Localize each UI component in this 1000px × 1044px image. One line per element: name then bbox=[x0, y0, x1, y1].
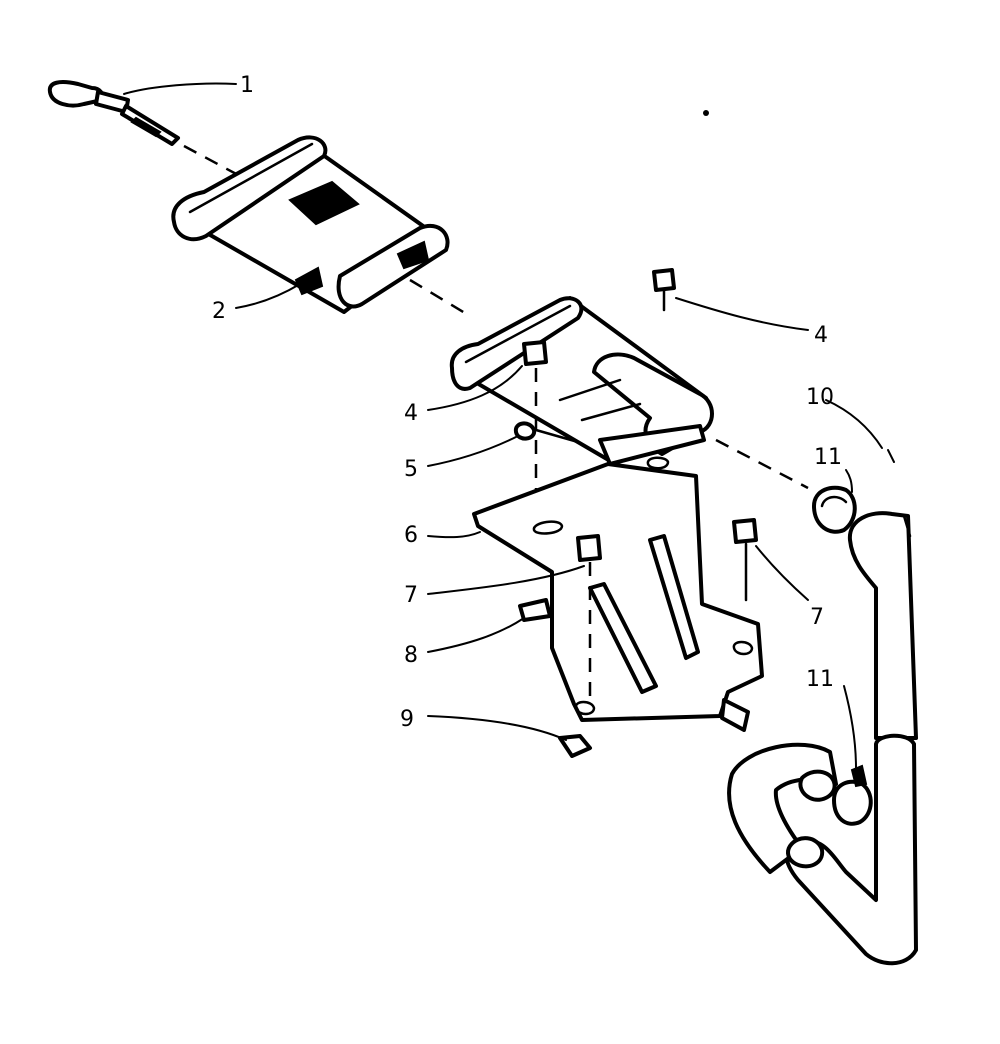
leader-lines bbox=[123, 82, 895, 769]
callout-4-lower: 4 bbox=[404, 401, 418, 426]
callout-1: 1 bbox=[240, 73, 254, 98]
part-3-lower-housing bbox=[449, 296, 714, 466]
part-7-screw-right bbox=[732, 518, 758, 602]
part-8-clip bbox=[518, 598, 552, 622]
callout-9: 9 bbox=[400, 707, 414, 732]
callout-11-upper: 11 bbox=[814, 445, 842, 470]
part-11-clamp-upper bbox=[812, 485, 857, 534]
part-1-pin bbox=[47, 80, 180, 146]
callout-4-upper: 4 bbox=[814, 323, 828, 348]
assembly-line-2 bbox=[409, 278, 471, 318]
assembly-line-3 bbox=[715, 438, 809, 490]
callout-5: 5 bbox=[404, 457, 418, 482]
part-9-nut bbox=[558, 734, 592, 758]
part-4-screw-upper bbox=[652, 268, 676, 312]
callout-6: 6 bbox=[404, 523, 418, 548]
stray-dot bbox=[703, 110, 709, 116]
part-6-bracket bbox=[472, 456, 764, 732]
callout-7-right: 7 bbox=[810, 605, 824, 630]
callout-10: 10 bbox=[806, 385, 834, 410]
part-11-clamp-lower bbox=[832, 764, 873, 826]
part-10-hose bbox=[727, 511, 918, 966]
callout-2: 2 bbox=[212, 299, 226, 324]
part-5-fitting bbox=[513, 421, 580, 444]
callout-11-lower: 11 bbox=[806, 667, 834, 692]
callout-7-left: 7 bbox=[404, 583, 418, 608]
part-2-upper-housing bbox=[171, 135, 450, 314]
callout-8: 8 bbox=[404, 643, 418, 668]
assembly-line-1 bbox=[183, 144, 241, 178]
part-7-screw-left bbox=[576, 534, 602, 700]
